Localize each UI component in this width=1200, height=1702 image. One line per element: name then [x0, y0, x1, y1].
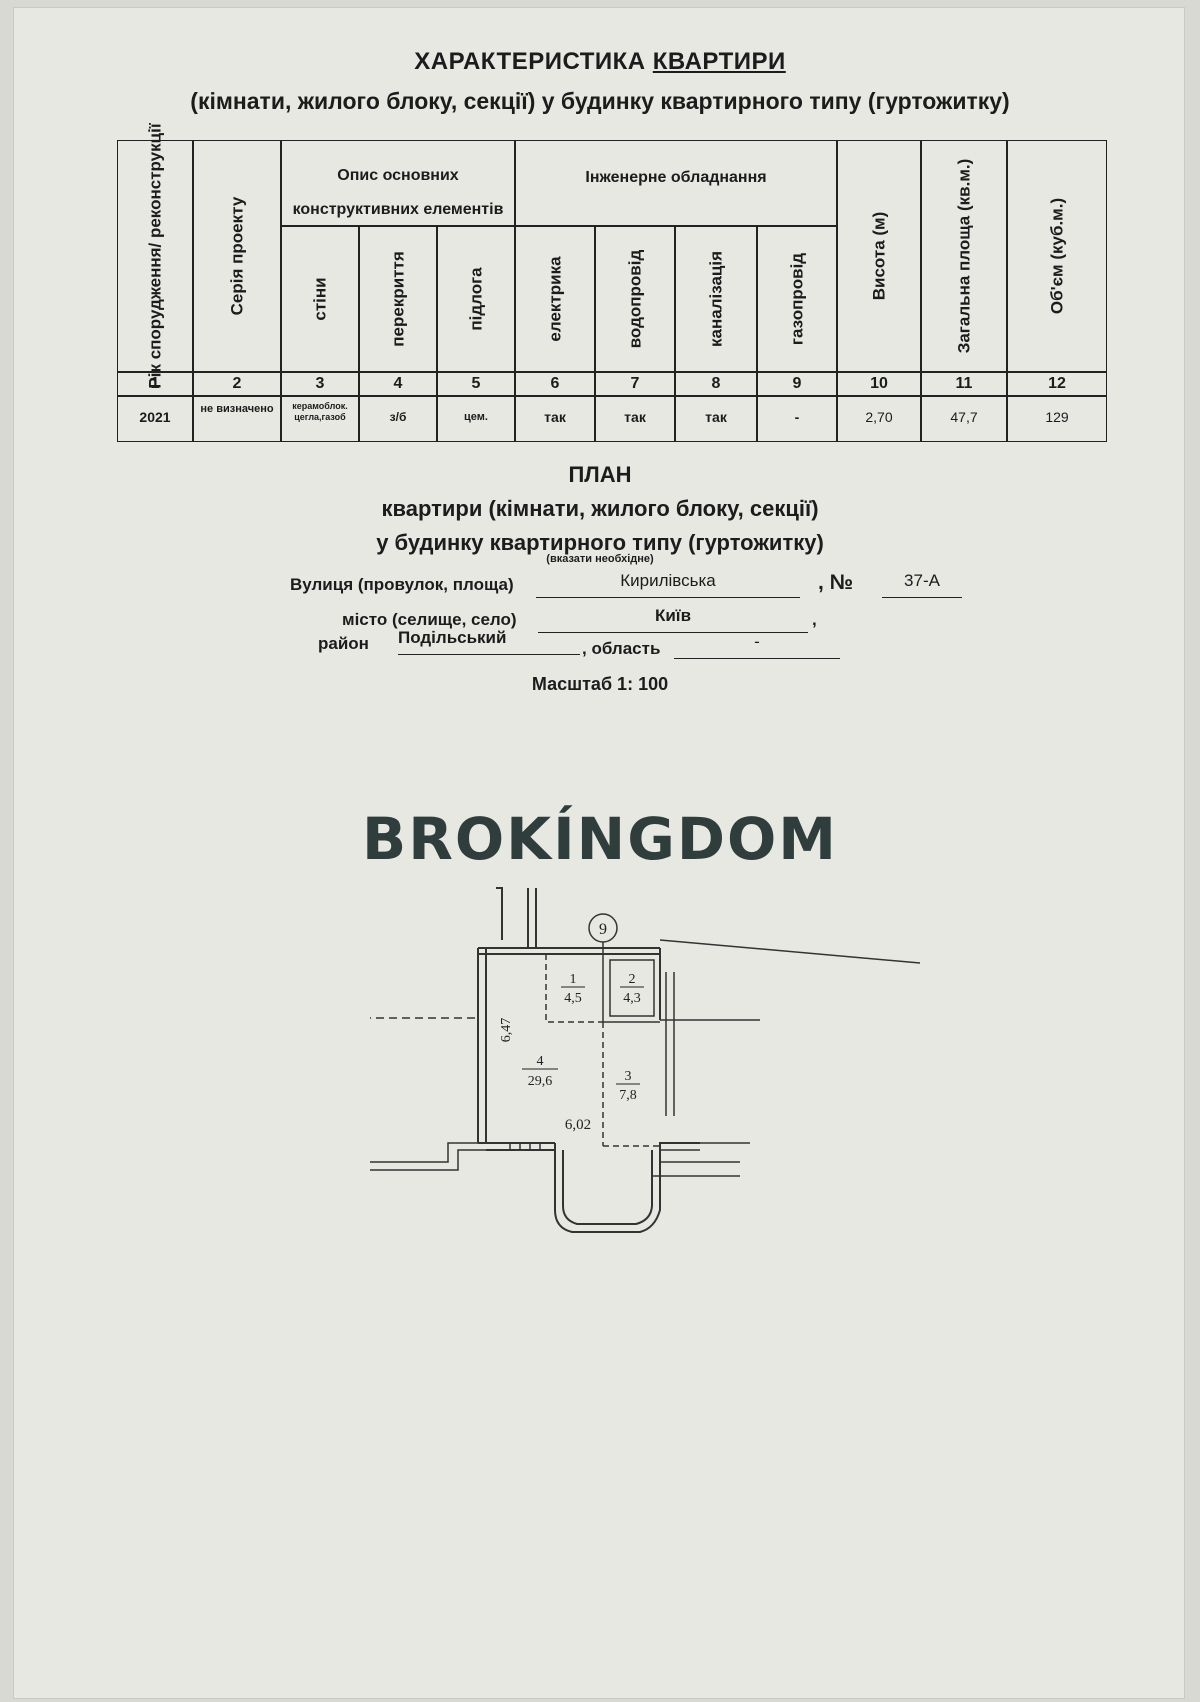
plan-line2: у будинку квартирного типу (гуртожитку) [376, 530, 824, 555]
city-value: Київ [538, 606, 808, 633]
dim-width: 6,02 [565, 1117, 591, 1133]
header-gas: газопровід [757, 226, 837, 372]
num-cell: 4 [359, 372, 437, 396]
header-volume: Об'єм (куб.м.) [1007, 140, 1107, 372]
region-value: - [674, 632, 840, 659]
num-cell: 6 [515, 372, 595, 396]
brokingdom-watermark: BROKÍNGDOM [361, 805, 838, 873]
room-area: 4,5 [564, 991, 582, 1006]
value-floor: цем. [437, 396, 515, 442]
street-label: Вулиця (провулок, площа) [290, 575, 514, 594]
scale-label: Масштаб 1: 100 [531, 674, 669, 694]
document-title: ХАРАКТЕРИСТИКА КВАРТИРИ [414, 48, 786, 75]
header-floor: підлога [437, 226, 515, 372]
number-value: 37-А [882, 571, 962, 598]
value-walls: керамоблок. цегла,газоб [281, 396, 359, 442]
num-cell: 7 [595, 372, 675, 396]
value-series: не визначено [193, 396, 281, 442]
num-cell: 8 [675, 372, 757, 396]
value-area: 47,7 [921, 396, 1007, 442]
room-number: 3 [625, 1069, 632, 1084]
plan-note: (вказати необхідне) [546, 553, 654, 565]
num-cell: 11 [921, 372, 1007, 396]
room-area: 4,3 [623, 991, 641, 1006]
num-cell: 1 [117, 372, 193, 396]
num-cell: 2 [193, 372, 281, 396]
num-cell: 5 [437, 372, 515, 396]
header-ceiling: перекриття [359, 226, 437, 372]
room-number: 1 [570, 972, 577, 987]
city-comma: , [812, 610, 817, 629]
floor-plan: 9 6,47 6,02 1 4,5 2 4,3 3 7,8 4 29,6 [370, 887, 921, 1233]
header-electric: електрика [515, 226, 595, 372]
region-label: , область [582, 639, 661, 658]
group-engineering: Інженерне обладнання [515, 140, 837, 226]
value-sewer: так [675, 396, 757, 442]
room-number: 2 [629, 972, 636, 987]
value-gas: - [757, 396, 837, 442]
plan-line1: квартири (кімнати, жилого блоку, секції) [381, 496, 819, 521]
characteristics-table: Рік спорудження/ реконструкції Серія про… [117, 123, 1107, 442]
axis-label: 9 [599, 921, 607, 938]
room-area: 29,6 [528, 1074, 553, 1089]
dim-height: 6,47 [499, 1018, 514, 1043]
header-area: Загальна площа (кв.м.) [921, 140, 1007, 372]
district-value: Подільський [398, 628, 580, 655]
street-value: Кирилівська [536, 571, 800, 598]
district-label: район [318, 634, 369, 653]
value-ceiling: з/б [359, 396, 437, 442]
number-label: , № [818, 571, 854, 594]
value-volume: 129 [1007, 396, 1107, 442]
room-number: 4 [537, 1054, 544, 1069]
header-series: Серія проекту [193, 140, 281, 372]
room-area: 7,8 [619, 1088, 637, 1103]
header-year: Рік спорудження/ реконструкції [117, 123, 193, 389]
header-water: водопровід [595, 226, 675, 372]
value-electric: так [515, 396, 595, 442]
num-cell: 10 [837, 372, 921, 396]
header-sewer: каналізація [675, 226, 757, 372]
group-constructive: Опис основних конструктивних елементів [281, 140, 515, 226]
document-sheet [14, 8, 1184, 1698]
num-cell: 12 [1007, 372, 1107, 396]
num-cell: 3 [281, 372, 359, 396]
document-subtitle: (кімнати, жилого блоку, секції) у будинк… [190, 88, 1010, 114]
value-water: так [595, 396, 675, 442]
value-year: 2021 [117, 396, 193, 442]
plan-title: ПЛАН [568, 462, 632, 487]
header-height: Висота (м) [837, 140, 921, 372]
value-height: 2,70 [837, 396, 921, 442]
num-cell: 9 [757, 372, 837, 396]
city-label: місто (селище, село) [342, 610, 517, 629]
header-walls: стіни [281, 226, 359, 372]
